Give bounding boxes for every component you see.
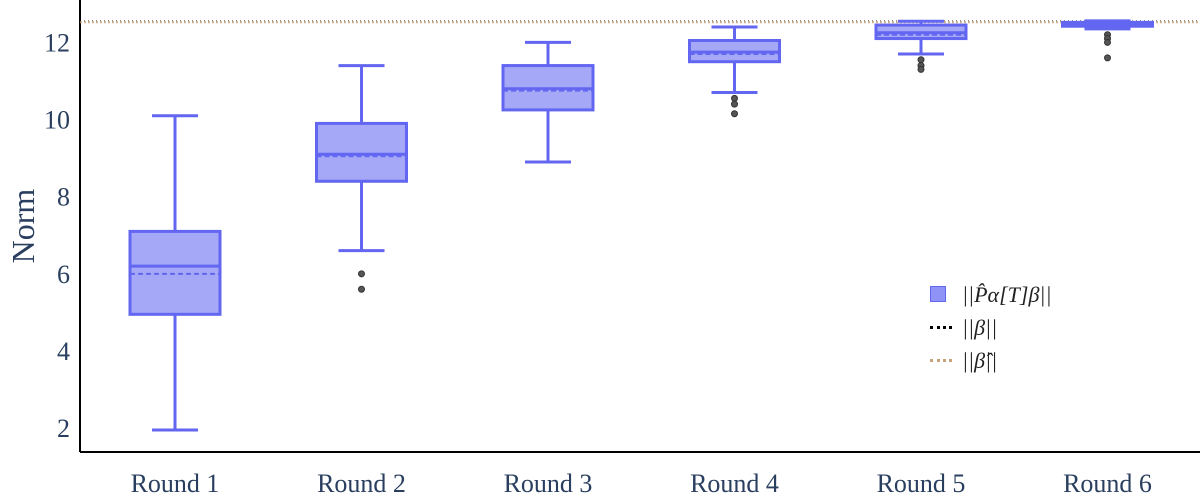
box-1	[128, 114, 222, 432]
outlier-point	[731, 100, 738, 108]
y-tick-label: 2	[57, 414, 70, 443]
box-2	[315, 64, 408, 293]
legend-dashdot-swatch	[930, 326, 952, 329]
x-tick-label: Round 6	[1063, 469, 1152, 498]
x-tick-label: Round 5	[877, 469, 966, 498]
y-tick-label: 8	[57, 183, 70, 212]
box-6	[1061, 19, 1154, 62]
outlier-point	[731, 94, 738, 102]
legend-item-beta-hat: ||β̂||	[930, 344, 1052, 377]
y-tick-label: 4	[57, 337, 70, 366]
outlier-point	[358, 285, 365, 293]
outlier-point	[1104, 54, 1111, 62]
x-tick-label: Round 4	[690, 469, 779, 498]
legend-box-swatch	[930, 278, 952, 311]
box-4	[688, 25, 781, 118]
x-tick-label: Round 1	[131, 469, 220, 498]
y-tick-label: 12	[44, 28, 70, 57]
y-axis-label: Norm	[5, 189, 41, 264]
legend-label: ||P̂α[T]β||	[962, 282, 1052, 307]
legend-label: ||β̂||	[962, 348, 998, 373]
legend-dotted-swatch	[930, 359, 952, 362]
outlier-point	[731, 110, 738, 118]
legend-item-beta: ||β||	[930, 311, 1052, 344]
x-tick-label: Round 3	[504, 469, 593, 498]
x-tick-label: Round 2	[317, 469, 406, 498]
outlier-point	[917, 56, 925, 64]
y-tick-label: 10	[44, 106, 70, 135]
outlier-point	[358, 270, 365, 278]
box-3	[501, 40, 595, 164]
legend-item-projected: ||P̂α[T]β||	[930, 278, 1052, 311]
y-tick-label: 6	[57, 260, 70, 289]
outlier-point	[1104, 38, 1111, 46]
outlier-point	[917, 65, 925, 73]
box-iqr	[315, 121, 408, 183]
box-5	[874, 19, 968, 73]
legend-label: ||β||	[962, 315, 998, 340]
legend: ||P̂α[T]β|| ||β|| ||β̂||	[930, 278, 1052, 377]
